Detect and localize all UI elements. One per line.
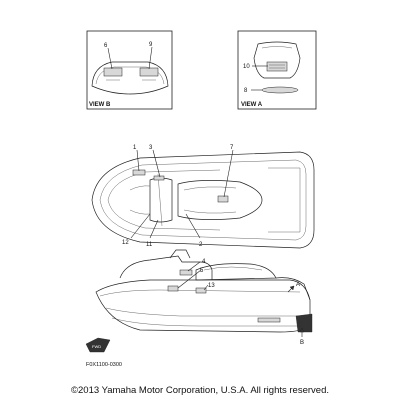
fwd-arrow-icon: [85, 337, 111, 353]
view-a-hood: [253, 41, 301, 79]
view-b-decal-right: [139, 67, 159, 77]
side-view-decal-5: [167, 285, 179, 292]
side-view-hull: [95, 279, 311, 333]
view-b-inset: 6 9 VIEW B: [86, 30, 173, 110]
view-b-frame: [86, 30, 173, 110]
callout-13: 13: [208, 283, 215, 289]
fwd-label: FWD: [92, 344, 101, 349]
top-view-watercraft: 1 3 7 12 11 2: [91, 145, 315, 249]
reference-code: F0X1100-0300: [86, 362, 122, 368]
view-b-seat: [91, 61, 169, 95]
callout-3: 3: [149, 145, 153, 151]
callout-12: 12: [122, 240, 129, 246]
callout-8: 8: [244, 88, 248, 94]
side-view-stripe: [257, 317, 281, 323]
callout-9: 9: [149, 42, 153, 48]
side-view-nozzle: [295, 313, 313, 333]
side-view-seat: [195, 263, 277, 281]
side-view-decal-4: [179, 269, 193, 276]
top-view-hull: [91, 151, 315, 249]
arrow-a-label: A: [296, 282, 300, 288]
view-a-inset: 10 8 VIEW A: [237, 30, 317, 110]
callout-6: 6: [104, 43, 108, 49]
callout-7: 7: [230, 145, 234, 151]
side-view-decal-13: [195, 287, 207, 294]
copyright-footer: ©2013 Yamaha Motor Corporation, U.S.A. A…: [71, 385, 329, 396]
view-a-decal: [266, 61, 288, 72]
view-a-strip: [261, 86, 299, 94]
arrow-b-label: B: [300, 340, 304, 346]
fwd-badge: FWD: [85, 337, 111, 353]
view-b-caption: VIEW B: [89, 102, 111, 108]
side-view-watercraft: 4 5 13 A B: [95, 249, 313, 346]
callout-10: 10: [243, 64, 250, 70]
callout-4: 4: [202, 259, 206, 265]
side-view-handlebar: [169, 249, 191, 259]
view-a-caption: VIEW A: [241, 102, 263, 108]
callout-1: 1: [133, 145, 137, 151]
top-view-decal-3: [153, 175, 165, 181]
top-view-decal-7: [217, 195, 229, 203]
view-a-frame: [237, 30, 317, 110]
side-view-deck: [119, 255, 213, 280]
top-view-seat: [177, 180, 263, 220]
callout-5: 5: [200, 268, 204, 274]
view-b-decal-left: [103, 67, 123, 77]
callout-2: 2: [199, 242, 203, 248]
callout-11: 11: [146, 242, 153, 248]
